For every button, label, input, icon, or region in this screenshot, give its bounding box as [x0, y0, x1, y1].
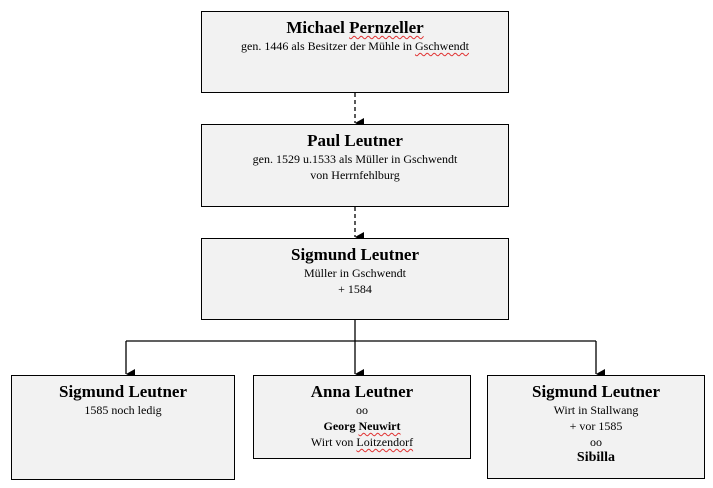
person-name: Sigmund Leutner [532, 382, 660, 401]
name-last: Pernzeller [349, 18, 424, 37]
person-detail: 1585 noch ledig [84, 403, 162, 417]
person-name: Paul Leutner [307, 131, 403, 150]
person-detail: + 1584 [338, 282, 372, 296]
person-detail: Wirt von Loitzendorf [254, 434, 470, 450]
box-sigmund-leutner-mueller: Sigmund Leutner Müller in Gschwendt + 15… [201, 238, 509, 320]
box-sigmund-leutner-ledig: Sigmund Leutner 1585 noch ledig [11, 375, 235, 480]
person-detail: von Herrnfehlburg [310, 168, 400, 182]
detail-place: Loitzendorf [356, 435, 414, 449]
marriage-symbol: oo [590, 435, 602, 449]
person-detail: gen. 1446 als Besitzer der Mühle in Gsch… [202, 38, 508, 54]
person-name: Anna Leutner [310, 382, 414, 401]
box-michael-pernzeller: Michael Pernzeller gen. 1446 als Besitze… [201, 11, 509, 93]
name-first: Michael [286, 18, 350, 37]
spouse-last: Neuwirt [358, 419, 401, 433]
marriage-symbol: oo [356, 403, 368, 417]
spouse-name: Georg Neuwirt [254, 418, 470, 434]
person-detail: Wirt in Stallwang [553, 403, 639, 417]
detail-text: gen. 1446 als Besitzer der Mühle in [241, 39, 415, 53]
person-name: Sigmund Leutner [59, 382, 187, 401]
person-detail: gen. 1529 u.1533 als Müller in Gschwendt [252, 152, 458, 166]
spouse-name: Sibilla [576, 450, 616, 465]
box-anna-leutner: Anna Leutner oo Georg Neuwirt Wirt von L… [253, 375, 471, 459]
person-detail: Müller in Gschwendt [304, 266, 406, 280]
person-name: Sigmund Leutner [291, 245, 419, 264]
detail-text: Wirt von [310, 435, 357, 449]
box-sigmund-leutner-wirt: Sigmund Leutner Wirt in Stallwang + vor … [487, 375, 705, 479]
box-paul-leutner: Paul Leutner gen. 1529 u.1533 als Müller… [201, 124, 509, 207]
person-detail: + vor 1585 [569, 419, 623, 433]
spouse-first: Georg [323, 419, 359, 433]
detail-place: Gschwendt [414, 39, 469, 53]
person-name: Michael Pernzeller [202, 18, 508, 38]
